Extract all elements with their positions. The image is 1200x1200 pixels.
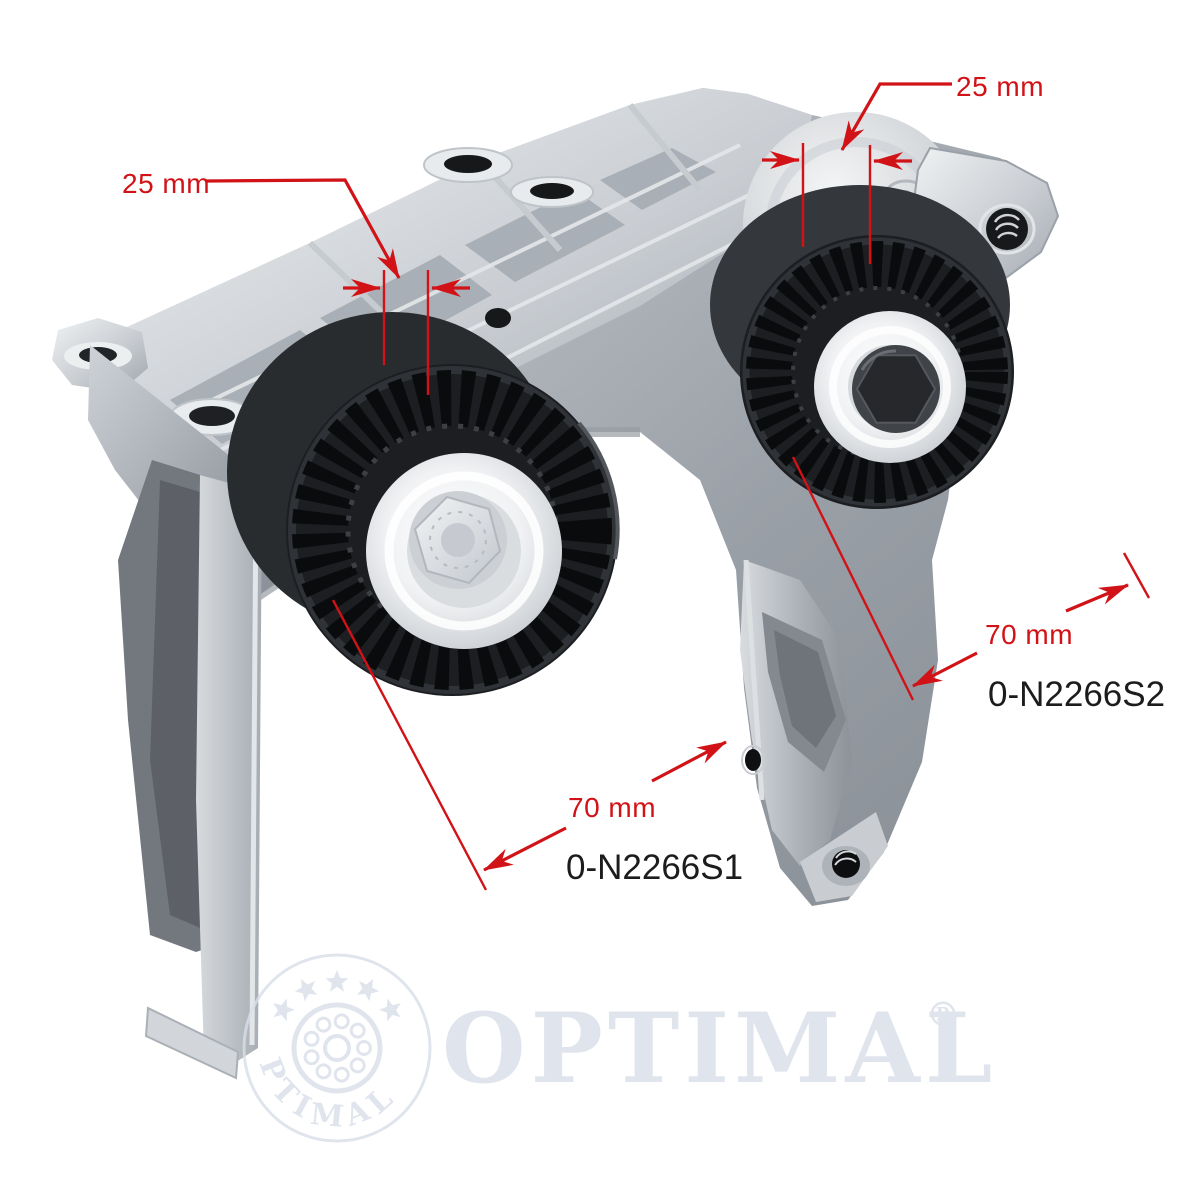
dimension-annotations: 25 mm 25 mm 70 mm 0-N2266S1 70 mm 0-N2 [122,71,1165,891]
front-leg-highlight [249,494,259,1046]
threaded-hole [832,850,860,878]
lower-arm [740,559,888,902]
leader-line [840,82,952,151]
arm-pocket-shadow [774,630,836,748]
dimension-lower-70mm: 70 mm 0-N2266S1 [331,599,743,891]
watermark: PTIMAL OPTIMAL ® [242,953,997,1143]
watermark-emblem: PTIMAL [242,953,432,1143]
brand-watermark: OPTIMAL [442,992,997,1105]
front-leg [196,475,262,1066]
dimension-label: 25 mm [956,71,1044,102]
dimension-arrow [912,651,978,688]
dimension-label: 70 mm [568,792,656,823]
right-pulley [740,235,1014,509]
part-code: 0-N2266S2 [988,675,1165,714]
bolt-hole [444,155,492,173]
registered-trademark-symbol: ® [926,995,960,1035]
dimension-right-70mm: 70 mm 0-N2266S2 [791,456,1165,714]
leg-foot [144,1006,240,1080]
left-pulley [227,312,620,696]
emblem-ring [242,953,432,1143]
top-bolt-boss [423,147,594,328]
dimension-left-25mm: 25 mm [122,168,470,395]
pulley-bolt-hex [855,354,937,424]
bolt-hole [189,406,235,426]
dimension-label: 70 mm [985,619,1073,650]
part-code: 0-N2266S1 [566,848,743,887]
dimension-arrow [483,826,567,872]
bearing-icon [291,1002,383,1094]
extension-tick [1122,552,1151,599]
dimension-arrow [651,740,727,783]
dimension-top-25mm: 25 mm [762,71,1044,264]
tensioner-bracket-part [52,88,1060,1080]
rear-leg-shadow [150,480,205,930]
pulley-ribs [746,241,1008,503]
extension-line [331,599,488,891]
pulley-ribs [292,370,612,690]
pivot-hole [745,749,761,771]
dimension-label: 25 mm [122,168,210,199]
dimension-arrow [1065,583,1129,613]
extension-line [791,456,915,701]
bolt-hole [530,183,574,199]
threaded-hole [485,308,511,328]
leader-line [205,178,401,279]
